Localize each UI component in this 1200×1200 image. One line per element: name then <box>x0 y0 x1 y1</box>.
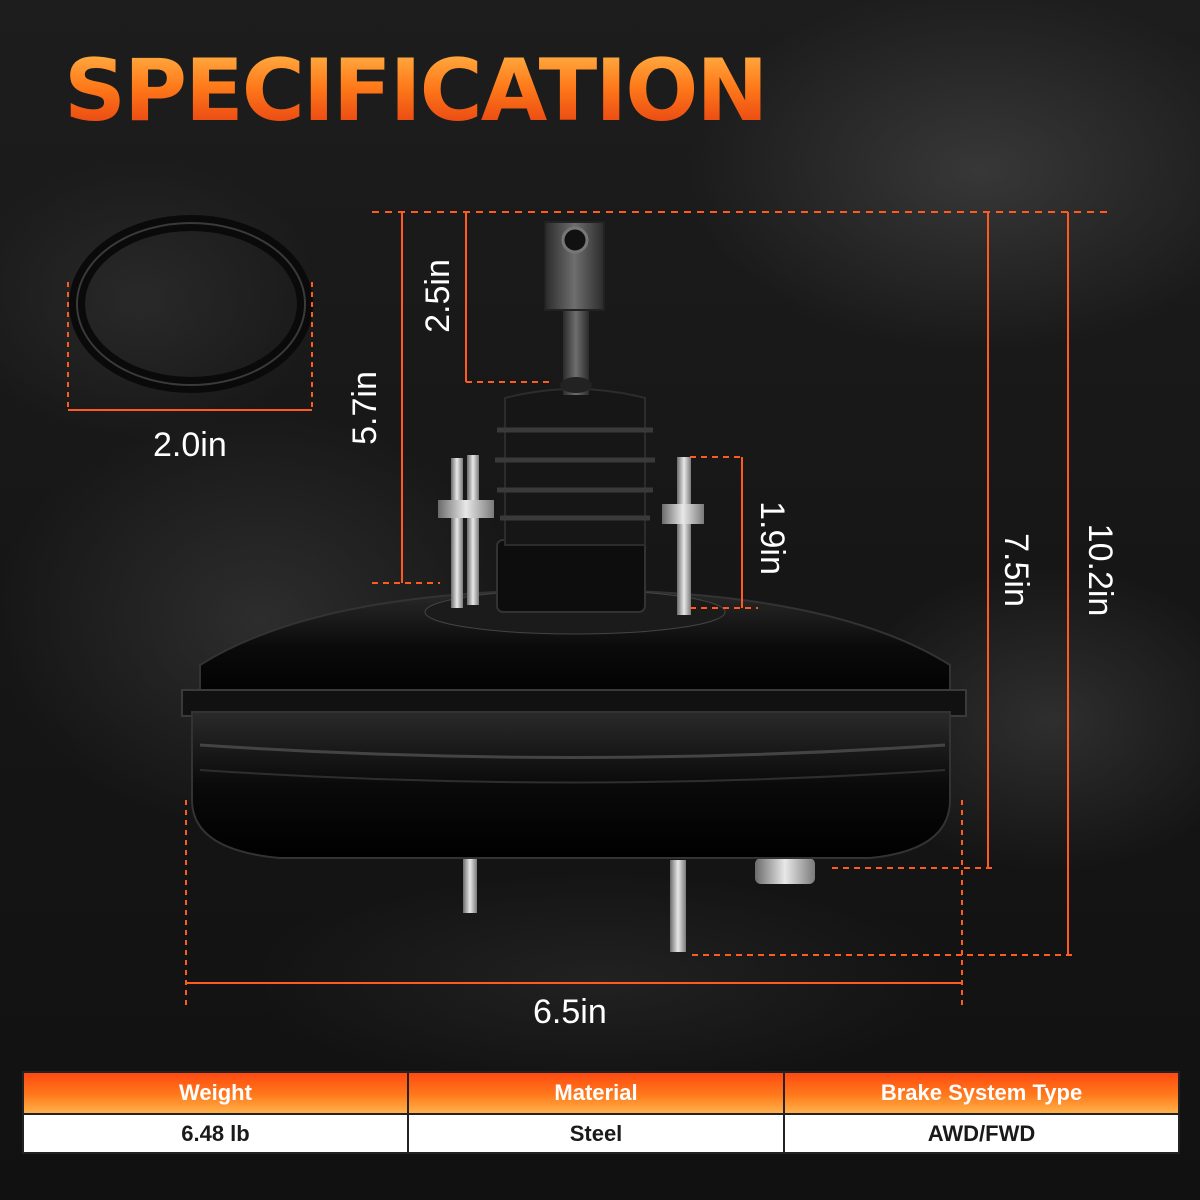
page-title: SPECIFICATION <box>64 41 768 141</box>
rubber-boot <box>495 388 655 613</box>
weight-header: Weight <box>22 1071 409 1115</box>
lower-studs <box>463 855 815 952</box>
dimension-lines <box>67 211 1112 1008</box>
brake-system-type-value: AWD/FWD <box>783 1113 1180 1154</box>
material-value: Steel <box>407 1113 785 1154</box>
body-height-label: 7.5in <box>997 533 1035 607</box>
stud-height-label: 1.9in <box>753 501 791 575</box>
push-rod <box>544 221 605 395</box>
booster-body <box>181 588 967 859</box>
weight-value: 6.48 lb <box>22 1113 409 1154</box>
spec-table: Weight Material Brake System Type 6.48 l… <box>22 1071 1180 1154</box>
spec-table-header-row: Weight Material Brake System Type <box>22 1071 1180 1115</box>
brake-system-type-header: Brake System Type <box>783 1071 1180 1115</box>
boot-height-label: 5.7in <box>346 371 384 445</box>
seal-diameter-label: 2.0in <box>153 426 227 464</box>
material-header: Material <box>407 1071 785 1115</box>
upper-studs <box>438 455 704 615</box>
rod-length-label: 2.5in <box>419 259 457 333</box>
body-width-label: 6.5in <box>533 993 607 1031</box>
spec-table-value-row: 6.48 lb Steel AWD/FWD <box>22 1113 1180 1154</box>
total-height-label: 10.2in <box>1081 523 1119 617</box>
seal-ring <box>69 215 313 393</box>
